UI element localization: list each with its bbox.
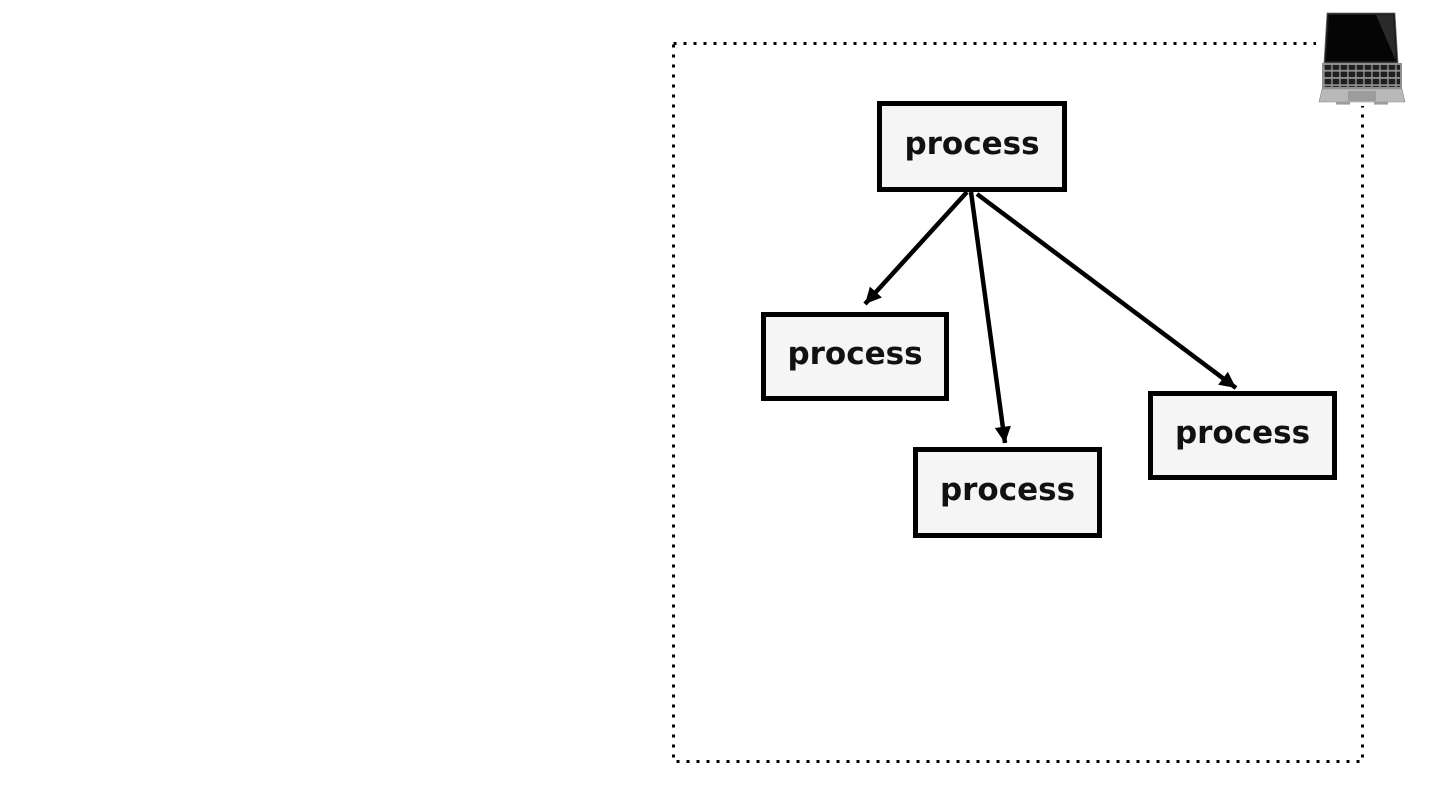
node-process-child-right: process <box>1148 391 1337 480</box>
laptop-screen-sheen <box>1376 15 1396 61</box>
node-process-parent: process <box>877 101 1067 192</box>
laptop-icon <box>1316 6 1408 106</box>
edge-parent-to-left <box>863 190 969 306</box>
laptop-foot-left <box>1336 102 1350 105</box>
laptop-trackpad <box>1348 91 1376 101</box>
node-process-child-left: process <box>761 312 949 401</box>
node-process-child-middle: process <box>913 447 1102 538</box>
laptop-foot-right <box>1374 102 1388 105</box>
node-label: process <box>904 126 1040 162</box>
node-label: process <box>1174 415 1311 451</box>
edge-parent-to-right <box>975 192 1238 390</box>
laptop-screen <box>1326 15 1396 61</box>
edge-parent-to-middle <box>968 191 1011 444</box>
node-label: process <box>939 472 1076 508</box>
laptop-keys <box>1324 65 1400 87</box>
boundary-dotted-border <box>672 42 1364 763</box>
node-label: process <box>787 336 923 372</box>
